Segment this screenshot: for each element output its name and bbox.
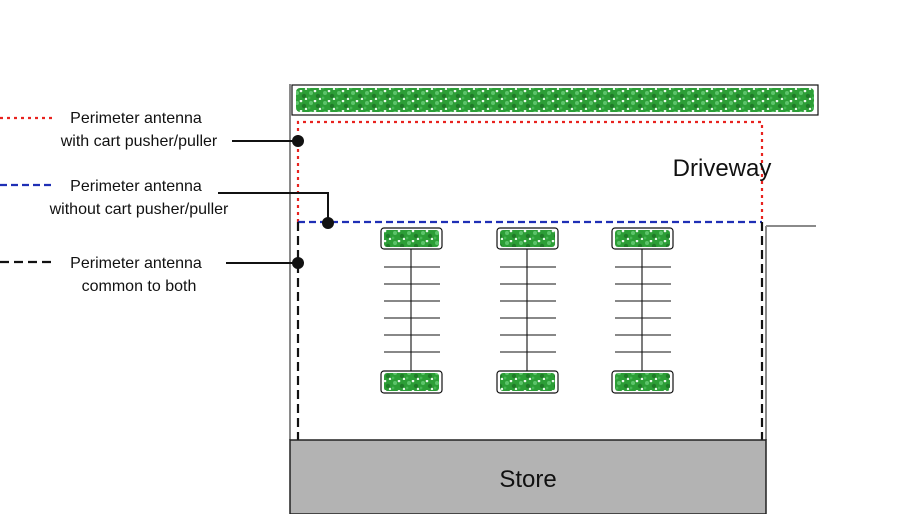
legend-blue-line2: without cart pusher/puller [49, 201, 229, 218]
legend-red-line1: Perimeter antenna [70, 110, 202, 127]
dot-icon [322, 217, 334, 229]
dot-icon [292, 257, 304, 269]
legend-red-line2: with cart pusher/puller [60, 133, 218, 150]
perimeter-black [298, 222, 762, 440]
hedge-icon [500, 230, 555, 247]
legend-black: Perimeter antenna common to both [0, 255, 304, 295]
legend-blue-leader [218, 193, 328, 223]
store-building: Store [290, 440, 766, 514]
store-label: Store [499, 466, 556, 493]
hedge-icon [615, 373, 670, 391]
legend-black-line1: Perimeter antenna [70, 255, 202, 272]
hedge-icon [384, 373, 439, 391]
legend-blue-line1: Perimeter antenna [70, 178, 202, 195]
parking-island-2 [497, 228, 558, 393]
top-hedge [292, 85, 818, 115]
parking-island-1 [381, 228, 442, 393]
hedge-icon [296, 88, 814, 112]
hedge-icon [615, 230, 670, 247]
hedge-icon [384, 230, 439, 247]
legend-black-line2: common to both [82, 278, 197, 295]
hedge-icon [500, 373, 555, 391]
legend-blue: Perimeter antenna without cart pusher/pu… [0, 178, 334, 229]
legend-red: Perimeter antenna with cart pusher/pulle… [0, 110, 304, 150]
parking-island-3 [612, 228, 673, 393]
driveway-label: Driveway [673, 155, 772, 182]
dot-icon [292, 135, 304, 147]
